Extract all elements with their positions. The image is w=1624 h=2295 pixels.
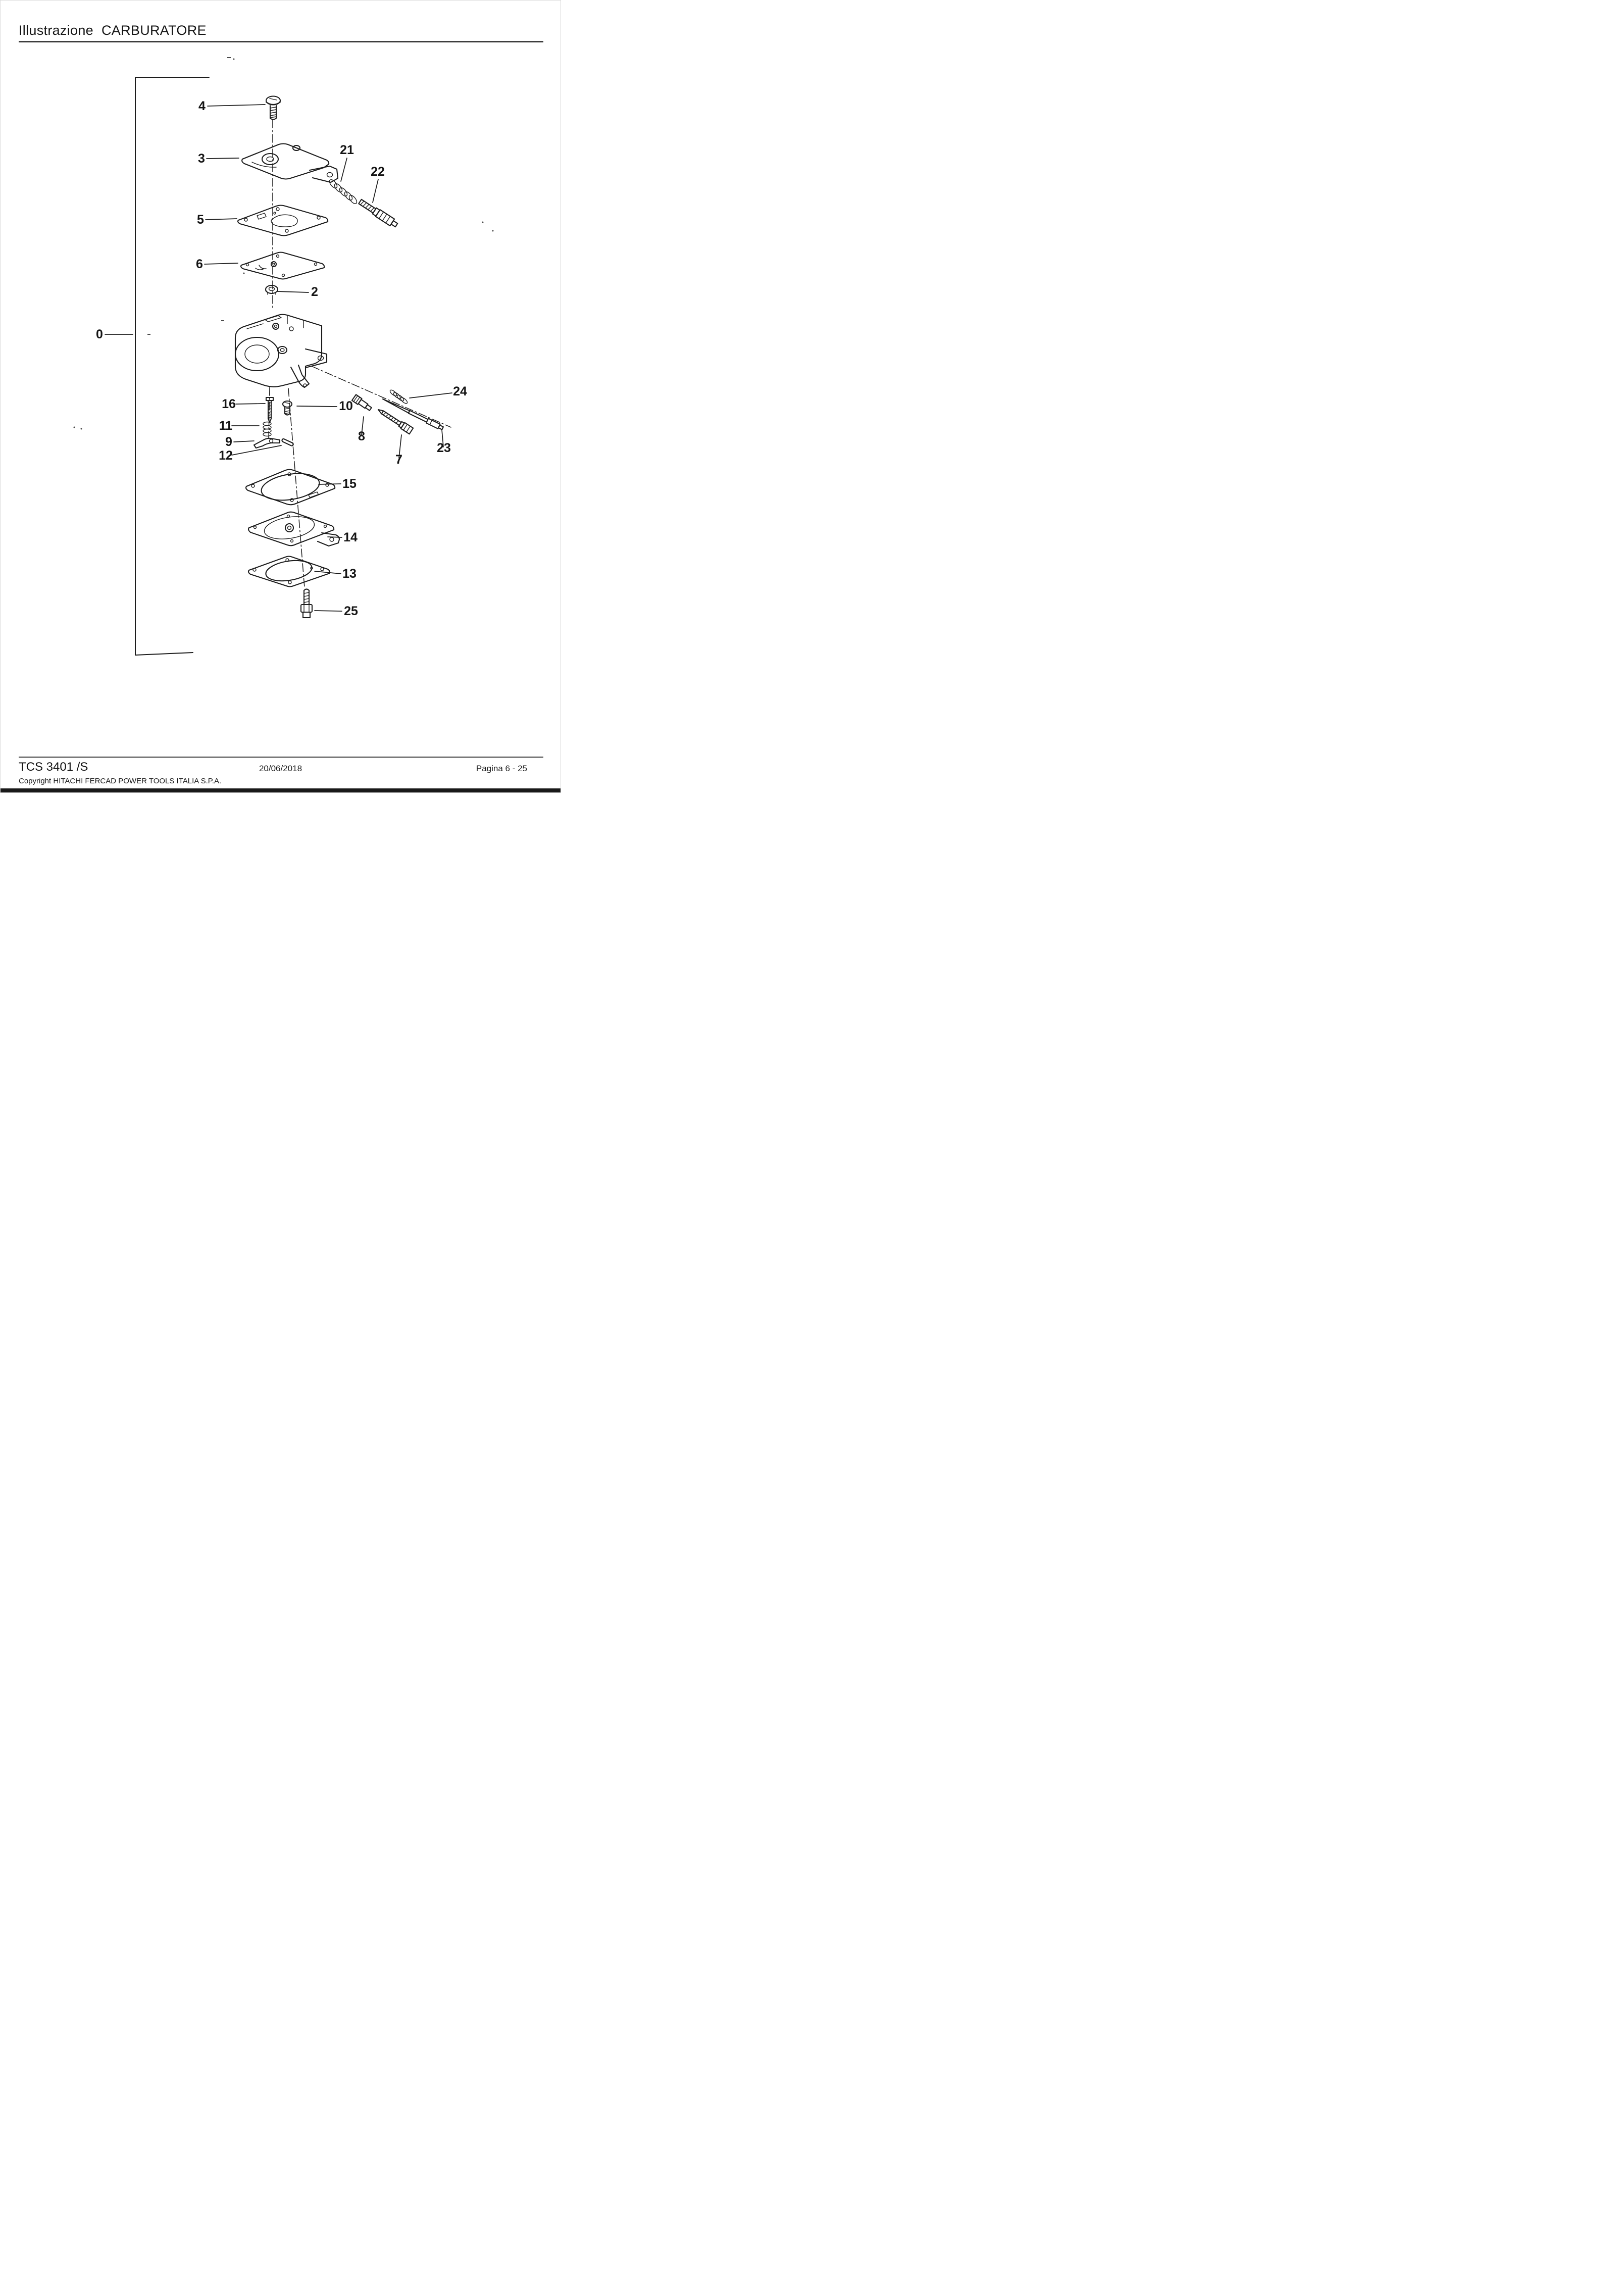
callout-leaders <box>105 104 452 612</box>
leader-12 <box>231 445 282 456</box>
callout-label-0: 0 <box>96 327 103 341</box>
callout-label-14: 14 <box>343 530 358 544</box>
carburetor-body <box>234 314 328 388</box>
leader-10 <box>296 406 337 407</box>
part-22-valve-screw <box>358 198 398 228</box>
callout-label-11: 11 <box>219 419 233 433</box>
leader-24 <box>409 392 452 398</box>
leader-22 <box>372 179 379 203</box>
part-10-screw <box>282 400 293 416</box>
part-8-inlet-valve <box>351 394 372 411</box>
callout-label-3: 3 <box>198 152 205 166</box>
manual-page: Illustrazione CARBURATORE <box>0 0 561 793</box>
callout-label-12: 12 <box>219 448 233 463</box>
part-4-screw <box>265 95 281 120</box>
callout-label-9: 9 <box>225 435 232 449</box>
callout-label-7: 7 <box>395 453 402 467</box>
footer-model: TCS 3401 /S <box>19 760 88 774</box>
callout-label-8: 8 <box>358 429 365 443</box>
callout-label-13: 13 <box>342 567 357 581</box>
page-title: Illustrazione CARBURATORE <box>19 23 207 38</box>
callout-label-5: 5 <box>197 213 204 227</box>
leader-21 <box>340 158 347 182</box>
part-21-spring <box>329 179 358 205</box>
carburetor-exploded-diagram: 0 2 3 4 5 6 7 8 9 10 11 12 13 14 15 16 2… <box>73 57 494 656</box>
callout-label-10: 10 <box>339 399 353 413</box>
header-rule <box>19 41 543 42</box>
center-axis-lines <box>268 119 451 588</box>
part-12-pin <box>281 438 294 446</box>
callout-label-25: 25 <box>344 604 358 618</box>
leader-23 <box>441 429 444 447</box>
page-title-section: CARBURATORE <box>101 23 207 38</box>
callout-label-6: 6 <box>196 257 203 271</box>
part-23-needle <box>382 398 444 430</box>
callout-label-4: 4 <box>198 99 206 113</box>
callout-label-24: 24 <box>453 384 467 398</box>
part-2-nut <box>265 284 279 295</box>
callout-label-23: 23 <box>437 441 451 455</box>
leader-5 <box>205 218 237 220</box>
part-5-gasket <box>237 205 329 236</box>
part-25-pump-screw <box>300 588 313 619</box>
scan-artifacts <box>73 57 494 430</box>
footer-rule <box>19 757 543 758</box>
callout-label-15: 15 <box>342 477 357 491</box>
part-3-pump-cover <box>241 143 339 183</box>
callout-label-2: 2 <box>311 285 318 299</box>
part-9-metering-lever <box>253 437 281 449</box>
part-6-diaphragm <box>240 252 325 280</box>
part-11-spring <box>263 421 272 437</box>
footer-date: 20/06/2018 <box>259 764 302 773</box>
leader-7 <box>398 434 402 459</box>
part-13-cover <box>247 556 331 587</box>
leader-2 <box>277 291 309 293</box>
part-16-needle-screw <box>265 396 274 423</box>
leader-13 <box>314 571 341 574</box>
leader-3 <box>206 158 239 159</box>
callout-labels: 0 2 3 4 5 6 7 8 9 10 11 12 13 14 15 16 2… <box>96 99 467 618</box>
page-title-label: Illustrazione <box>19 23 93 38</box>
scan-edge-bar <box>1 788 561 792</box>
footer-page-number: Pagina 6 - 25 <box>476 764 527 773</box>
leader-4 <box>207 104 266 107</box>
footer-copyright: Copyright HITACHI FERCAD POWER TOOLS ITA… <box>19 777 222 785</box>
leader-6 <box>204 263 238 265</box>
part-24-spring <box>389 389 408 404</box>
part-15-gasket <box>245 469 336 506</box>
part-14-diaphragm <box>247 511 340 547</box>
part-7-adjust-screw <box>377 409 414 435</box>
leader-8 <box>361 416 364 435</box>
assembly-bracket <box>135 77 210 656</box>
callout-label-22: 22 <box>371 165 385 179</box>
callout-label-21: 21 <box>340 143 354 157</box>
callout-label-16: 16 <box>222 397 236 411</box>
leader-9 <box>233 440 255 442</box>
